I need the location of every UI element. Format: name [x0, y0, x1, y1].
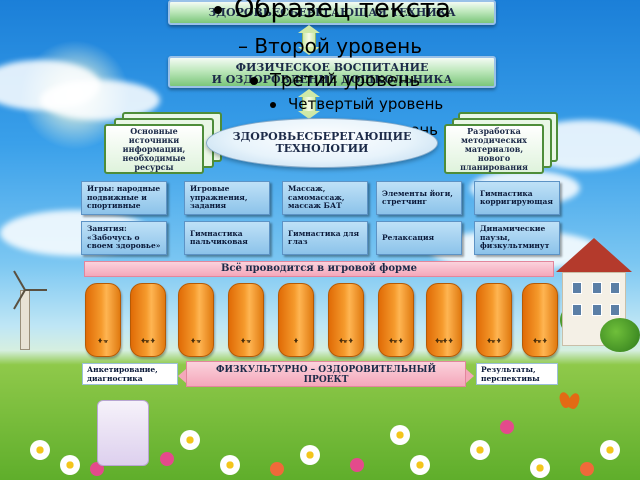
- orange-column: ᚖᚗᚖ ᚖ: [426, 283, 462, 357]
- placeholder-level3: Третий уровень: [250, 70, 420, 92]
- bullet-icon: [270, 101, 276, 108]
- center-line1: ЗДОРОВЬЕСБЕРЕГАЮЩИЕ: [232, 130, 412, 143]
- red-flower: [270, 462, 284, 476]
- daisy-flower: [60, 455, 80, 475]
- orange-column: ᚖ ᚗ: [178, 283, 214, 357]
- header-physical-education: ФИЗИЧЕСКОЕ ВОСПИТАНИЕ И ОЗДОРОВЛЕНИЕ ДОШ…: [168, 56, 496, 88]
- center-line2: ТЕХНОЛОГИИ: [275, 142, 369, 155]
- tech-box-dynamic-pauses: Динамические паузы, физкультминут: [474, 221, 560, 255]
- center-health-technologies: ЗДОРОВЬЕСБЕРЕГАЮЩИЕ ТЕХНОЛОГИИ: [206, 118, 438, 168]
- arrow-connector: [298, 25, 320, 55]
- daisy-flower: [600, 440, 620, 460]
- card-information-sources: Основные источники информации, необходим…: [104, 124, 204, 174]
- daisy-flower: [180, 430, 200, 450]
- tech-box-finger-gymnastics: Гимнастика пальчиковая: [184, 221, 270, 255]
- daisy-flower: [390, 425, 410, 445]
- pink-flower: [500, 420, 514, 434]
- daisy-flower: [530, 458, 550, 478]
- arrow-right-icon: [466, 369, 474, 383]
- orange-column: ᚖ ᚗ: [85, 283, 121, 357]
- tech-box-games: Игры: народные подвижные и спортивные: [81, 181, 167, 215]
- orange-column: ᚖᚗ ᚖ: [130, 283, 166, 357]
- windmill-image: [8, 270, 47, 350]
- header-health-technique: ЗДОРОВЬЕСБЕРЕГАЮЩАЯ ТЕХНИКА: [168, 0, 496, 25]
- daisy-flower: [470, 440, 490, 460]
- orange-column: ᚖᚗ ᚖ: [522, 283, 558, 357]
- tech-box-massage: Массаж, самомассаж, массаж БАТ: [282, 181, 368, 215]
- box-diagnostics: Анкетирование, диагностика: [82, 363, 178, 385]
- tree: [600, 318, 640, 352]
- daisy-flower: [300, 445, 320, 465]
- daisy-flower: [220, 455, 240, 475]
- tech-box-corrective-gymnastics: Гимнастика корригирующая: [474, 181, 560, 215]
- pink-flower: [350, 458, 364, 472]
- orange-column: ᚖᚗ ᚖ: [476, 283, 512, 357]
- arrow-left-icon: [178, 369, 186, 383]
- orange-column: ᚖᚗ ᚖ: [328, 283, 364, 357]
- daisy-flower: [30, 440, 50, 460]
- banner-game-form: Всё проводится в игровой форме: [84, 261, 554, 277]
- project-line1: ФИЗКУЛЬТУРНО – ОЗДОРОВИТЕЛЬНЫЙ: [216, 365, 436, 375]
- bullet-icon: [250, 77, 258, 85]
- placeholder-level4: Четвертый уровень: [270, 94, 443, 114]
- daisy-flower: [410, 455, 430, 475]
- red-flower: [580, 462, 594, 476]
- orange-column: ᚖᚗ ᚖ: [378, 283, 414, 357]
- placeholder-title: Образец текста: [214, 0, 451, 24]
- placeholder-level2: – Второй уровень: [238, 34, 422, 58]
- arrow-connector: [298, 89, 320, 119]
- tech-box-game-exercises: Игровые упражнения, задания: [184, 181, 270, 215]
- orange-column: ᚖ ᚗ: [228, 283, 264, 357]
- tech-box-relaxation: Релаксация: [376, 221, 462, 255]
- orange-column: ᚖ: [278, 283, 314, 357]
- box-results: Результаты, перспективы: [476, 363, 558, 385]
- card-methodical-materials: Разработка методических материалов, ново…: [444, 124, 544, 174]
- pink-flower: [160, 452, 174, 466]
- butterfly-icon: [557, 390, 582, 411]
- tech-box-lessons: Занятия: «Забочусь о своем здоровье»: [81, 221, 167, 255]
- project-line2: ПРОЕКТ: [303, 375, 349, 385]
- bullet-icon: [214, 5, 222, 14]
- header-physical-education-line2: И ОЗДОРОВЛЕНИЕ ДОШКОЛЬНИКА: [211, 73, 453, 86]
- photo-frame: [97, 400, 149, 466]
- header-physical-education-line1: ФИЗИЧЕСКОЕ ВОСПИТАНИЕ: [235, 61, 429, 74]
- banner-project: ФИЗКУЛЬТУРНО – ОЗДОРОВИТЕЛЬНЫЙ ПРОЕКТ: [186, 361, 466, 387]
- tech-box-yoga: Элементы йоги, стретчинг: [376, 181, 462, 215]
- tech-box-eye-gymnastics: Гимнастика для глаз: [282, 221, 368, 255]
